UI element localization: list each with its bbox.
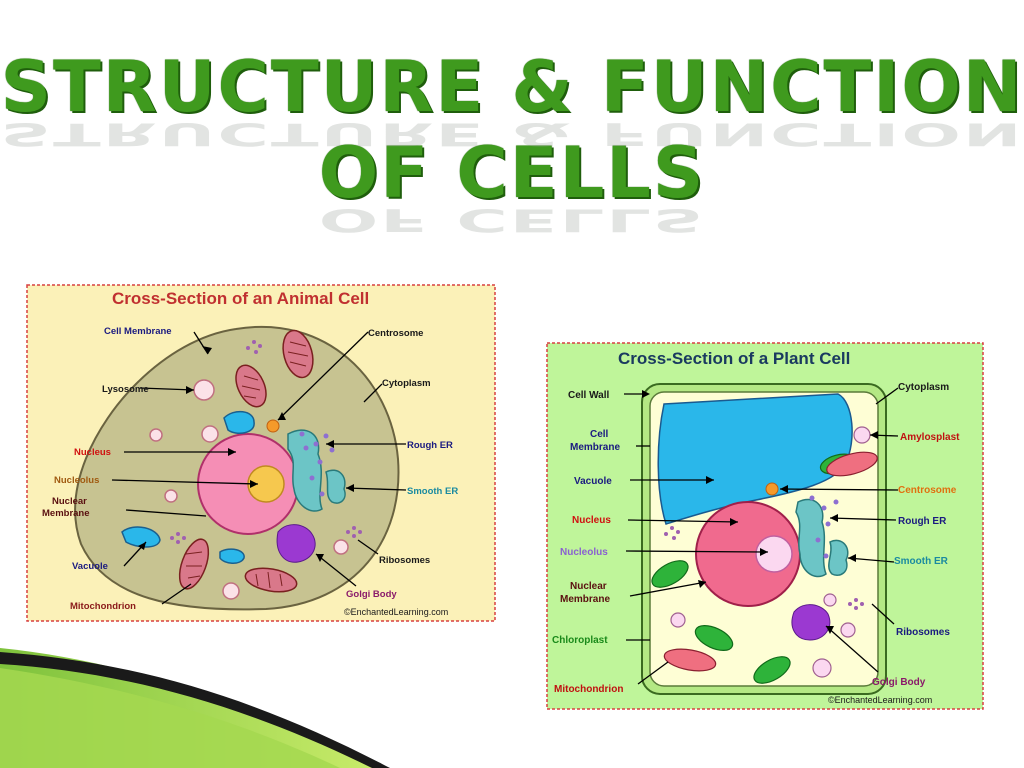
label-nucleus: Nucleus — [74, 447, 111, 458]
plant-cell-heading: Cross-Section of a Plant Cell — [618, 349, 850, 368]
plant-golgi — [791, 604, 831, 641]
label-nucleolus: Nucleolus — [54, 475, 99, 486]
animal-cell-diagram: Cross-Section of an Animal Cell — [26, 284, 496, 622]
plant-cell-diagram: Cross-Section of a Plant Cell — [546, 342, 984, 710]
plant-vesicles — [670, 426, 871, 678]
animal-rough-er-dots — [299, 431, 335, 497]
label-centrosome: Centrosome — [898, 485, 957, 496]
label-cell-wall: Cell Wall — [568, 390, 610, 401]
animal-vacuoles — [121, 410, 255, 564]
label-golgi-body: Golgi Body — [872, 677, 926, 688]
label-rough-er: Rough ER — [898, 516, 947, 527]
label-cell-membrane-1: Cell — [590, 429, 609, 440]
animal-lysosomes — [149, 379, 349, 600]
animal-arrowheads — [138, 346, 354, 562]
label-smooth-er: Smooth ER — [894, 556, 949, 567]
slide-title-line-2: OF CELLS — [318, 132, 706, 214]
label-nuclear-membrane-1: Nuclear — [570, 581, 607, 592]
label-chloroplast: Chloroplast — [552, 635, 608, 646]
plant-credit: ©EnchantedLearning.com — [828, 695, 932, 705]
label-nuclear-membrane-2: Membrane — [42, 508, 90, 519]
plant-er — [795, 498, 849, 578]
plant-centrosome — [765, 482, 779, 496]
slide-title-line-1: STRUCTURE & FUNCTION — [0, 46, 1024, 128]
animal-ribosomes — [170, 340, 362, 544]
animal-leader-lines — [111, 331, 407, 605]
label-lysosome: Lysosome — [102, 384, 149, 395]
animal-centrosome — [266, 419, 280, 433]
label-mitochondrion: Mitochondrion — [554, 684, 623, 695]
plant-vacuole — [657, 393, 853, 525]
label-centrosome: Centrosome — [368, 328, 423, 339]
animal-credit: ©EnchantedLearning.com — [344, 607, 448, 617]
plant-arrowheads — [642, 390, 878, 634]
label-vacuole: Vacuole — [72, 561, 108, 572]
label-nuclear-membrane-2: Membrane — [560, 594, 610, 605]
label-smooth-er: Smooth ER — [407, 486, 458, 497]
label-amylosplast: Amylosplast — [900, 432, 960, 443]
animal-er — [287, 429, 346, 512]
label-vacuole: Vacuole — [574, 476, 612, 487]
label-cell-membrane-2: Membrane — [570, 442, 620, 453]
plant-ribosomes — [664, 526, 864, 610]
label-cytoplasm: Cytoplasm — [382, 378, 431, 389]
label-ribosomes: Ribosomes — [379, 555, 430, 566]
label-mitochondrion: Mitochondrion — [70, 601, 136, 612]
label-ribosomes: Ribosomes — [896, 627, 950, 638]
label-nucleus: Nucleus — [572, 515, 611, 526]
label-cell-membrane: Cell Membrane — [104, 326, 172, 337]
label-nucleolus: Nucleolus — [560, 547, 608, 558]
label-nuclear-membrane-1: Nuclear — [52, 496, 87, 507]
animal-golgi — [276, 524, 316, 563]
label-rough-er: Rough ER — [407, 440, 453, 451]
plant-rough-er-dots — [809, 495, 839, 559]
animal-cell-heading: Cross-Section of an Animal Cell — [112, 289, 369, 308]
plant-mitochondria — [663, 451, 878, 672]
plant-nucleolus — [755, 535, 793, 573]
label-golgi-body: Golgi Body — [346, 589, 397, 600]
label-cytoplasm: Cytoplasm — [898, 382, 949, 393]
